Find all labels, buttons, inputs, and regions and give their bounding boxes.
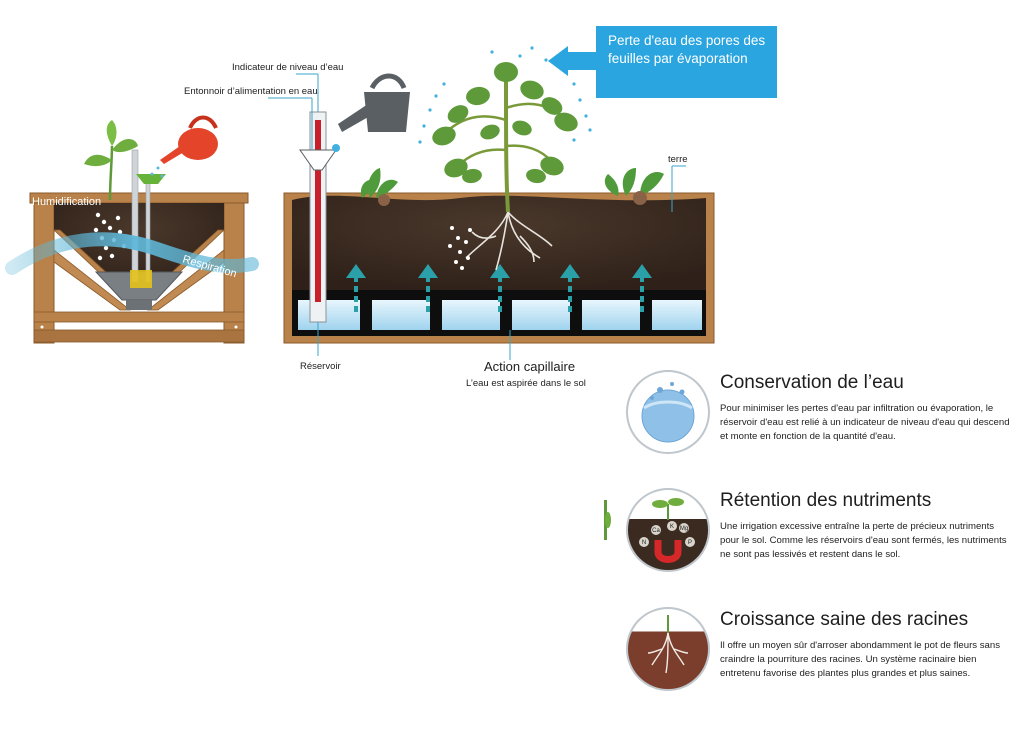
wooden-planter <box>5 115 259 344</box>
reservoir-water <box>298 300 702 330</box>
capillary-action-label: Action capillaire <box>484 359 575 374</box>
benefit-title: Croissance saine des racines <box>720 609 969 630</box>
soil-label: terre <box>668 154 688 165</box>
leaf-fragment-icon <box>604 500 611 540</box>
root-growth-icon <box>626 607 710 691</box>
benefit-text: Pour minimiser les pertes d'eau par infi… <box>720 403 1010 442</box>
humidification-label: Humidification <box>32 196 101 208</box>
planter-cross-section <box>283 111 715 344</box>
nutrient-p: P <box>688 540 692 546</box>
nutrient-magnet-icon: Ca K N P Mg <box>626 488 710 572</box>
grey-watering-can-icon <box>332 73 410 152</box>
callout-arrow <box>548 46 596 76</box>
water-globe-icon <box>626 370 710 454</box>
tomato-plant <box>418 46 592 213</box>
evaporation-callout: Perte d'eau des pores des feuilles par é… <box>596 26 777 98</box>
benefit-text: Une irrigation excessive entraîne la per… <box>720 521 1007 560</box>
nutrient-n: N <box>642 540 646 546</box>
red-watering-can-icon <box>160 115 218 164</box>
water-level-indicator-label: Indicateur de niveau d’eau <box>232 62 343 73</box>
capillary-arrows <box>346 264 652 312</box>
feeding-funnel-label: Entonnoir d’alimentation en eau <box>184 86 318 97</box>
capillary-subtitle-label: L’eau est aspirée dans le sol <box>466 378 586 389</box>
benefit-title: Rétention des nutriments <box>720 490 932 511</box>
reservoir-label: Réservoir <box>300 361 341 372</box>
nutrient-ca: Ca <box>652 528 660 534</box>
benefit-title: Conservation de l’eau <box>720 372 904 393</box>
nutrient-mg: Mg <box>680 526 688 532</box>
benefit-text: Il offre un moyen sûr d'arroser abondamm… <box>720 640 1001 679</box>
nutrient-k: K <box>670 524 674 530</box>
